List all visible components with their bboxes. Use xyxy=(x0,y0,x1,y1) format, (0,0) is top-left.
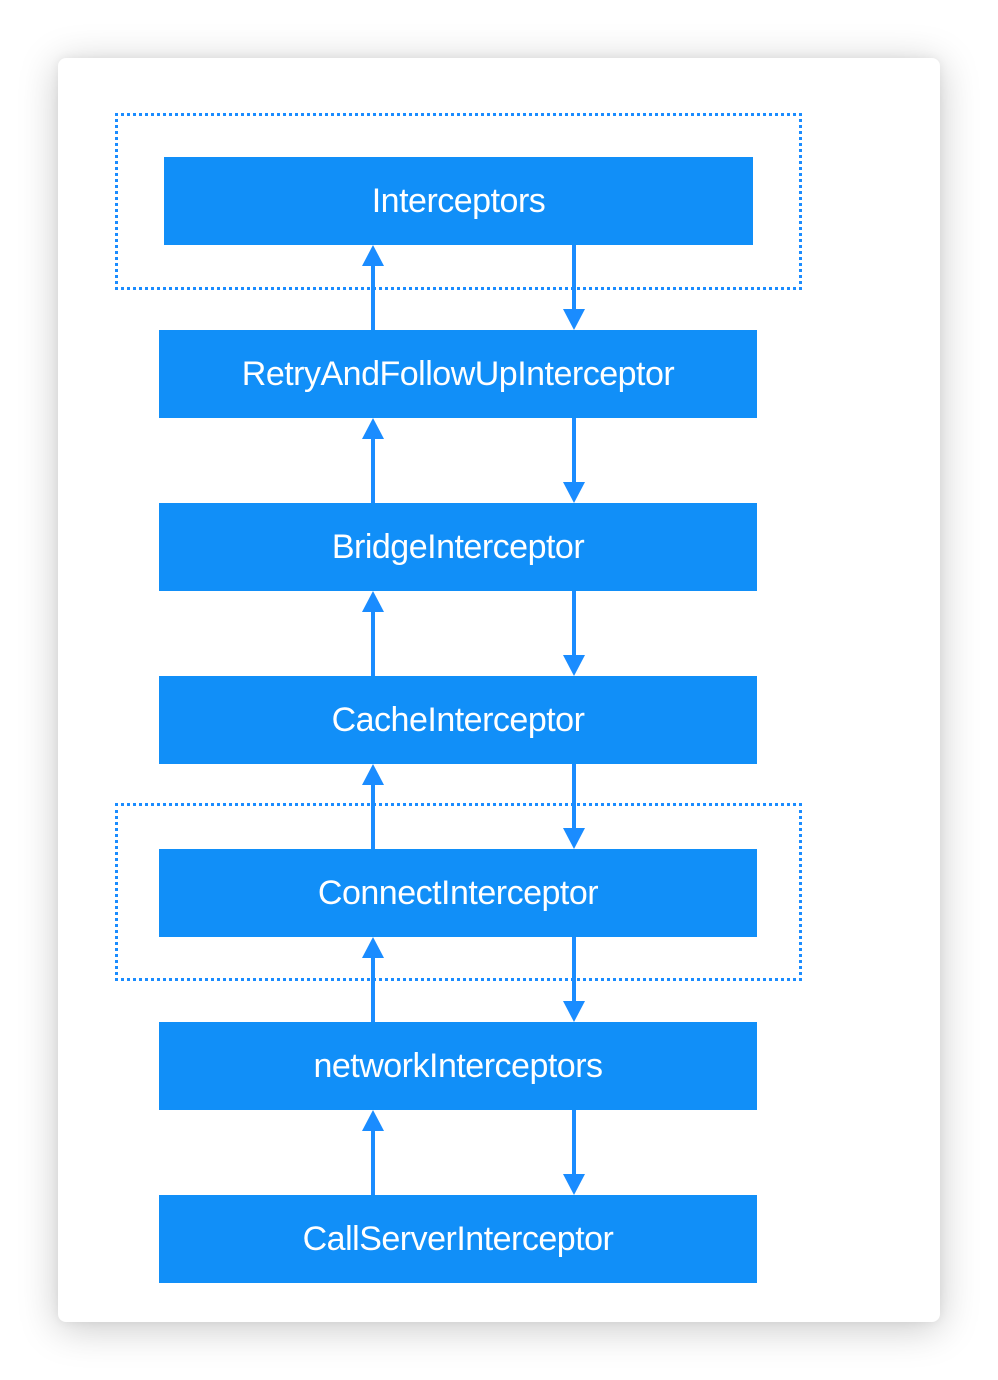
connect-interceptor-group xyxy=(115,803,802,981)
user-interceptors-group xyxy=(115,113,802,290)
cache-interceptor-node: CacheInterceptor xyxy=(159,676,757,764)
bridge-interceptor-node: BridgeInterceptor xyxy=(159,503,757,591)
retry-and-follow-up-interceptor-node: RetryAndFollowUpInterceptor xyxy=(159,330,757,418)
connect-interceptor-node: ConnectInterceptor xyxy=(159,849,757,937)
call-server-interceptor-node: CallServerInterceptor xyxy=(159,1195,757,1283)
interceptors-node: Interceptors xyxy=(164,157,753,245)
network-interceptors-node: networkInterceptors xyxy=(159,1022,757,1110)
